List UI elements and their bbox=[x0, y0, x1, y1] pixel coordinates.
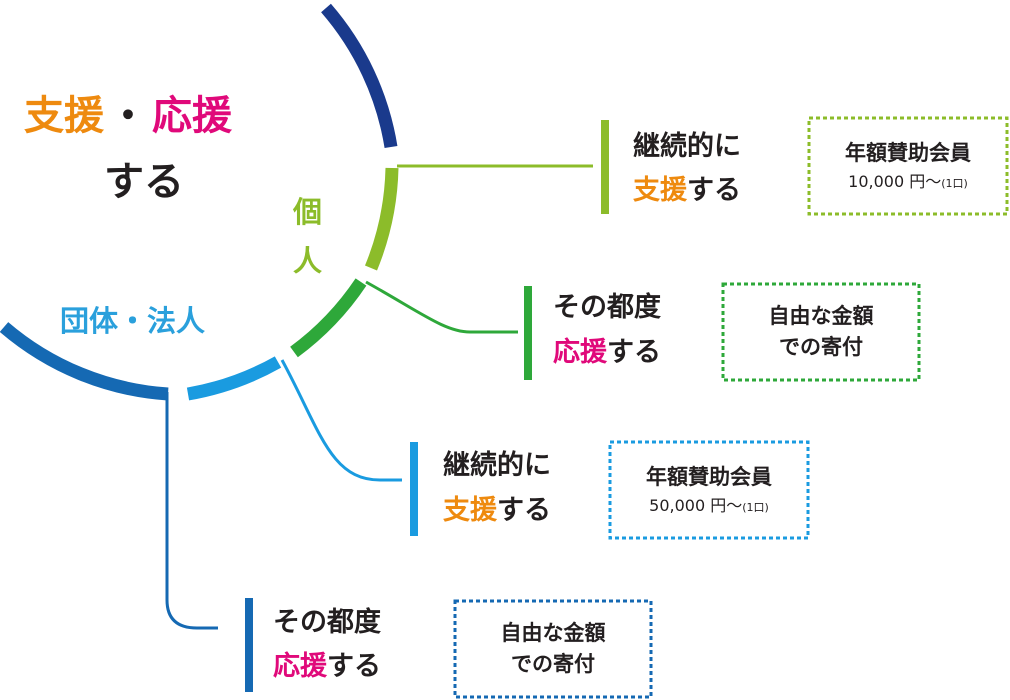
connector-row2 bbox=[365, 280, 518, 334]
row2-box-border bbox=[721, 282, 921, 382]
row3-box-unit: (1口) bbox=[742, 500, 769, 514]
row3-line2: 支援する bbox=[443, 495, 551, 526]
row2-rest: する bbox=[607, 337, 661, 368]
row1-box-amount: 10,000 円〜 bbox=[848, 171, 942, 191]
connector-row3 bbox=[280, 359, 402, 482]
title-cheer: 応援 bbox=[152, 93, 233, 139]
arc-sky bbox=[186, 356, 282, 401]
row3-box-amount-line: 50,000 円〜(1口) bbox=[649, 494, 769, 518]
row2-colored: 応援 bbox=[553, 336, 608, 368]
title-support: 支援 bbox=[24, 93, 105, 139]
row1-colored: 支援 bbox=[633, 175, 688, 206]
arc-individual bbox=[364, 167, 399, 271]
row4-box-line2: での寄付 bbox=[511, 652, 595, 676]
row3-bar bbox=[410, 442, 418, 536]
row1-bar bbox=[601, 120, 609, 214]
svg-text:支援・応援: 支援・応援 bbox=[24, 93, 233, 139]
row4-colored: 応援 bbox=[273, 650, 328, 682]
row3-box-amount: 50,000 円〜 bbox=[649, 495, 743, 515]
row4-line1: その都度 bbox=[273, 606, 381, 638]
row1-box: 年額賛助会員 10,000 円〜(1口) bbox=[809, 118, 1007, 214]
branch-corporate-label: 団体・法人 bbox=[60, 304, 205, 338]
row1-box-title: 年額賛助会員 bbox=[845, 141, 971, 166]
row4-rest: する bbox=[327, 651, 381, 682]
row1-line2: 支援する bbox=[633, 175, 741, 206]
row3-colored: 支援 bbox=[443, 495, 498, 526]
branch-individual-char1: 個 bbox=[292, 195, 322, 229]
arc-navy bbox=[321, 3, 398, 149]
row2-line2: 応援する bbox=[553, 336, 661, 368]
row1-box-border bbox=[807, 116, 1009, 216]
title-suru: する bbox=[104, 159, 184, 205]
row1-box-amount-line: 10,000 円〜(1口) bbox=[848, 170, 968, 194]
row4-bar bbox=[245, 598, 253, 692]
row2-box-line2: での寄付 bbox=[779, 335, 863, 359]
row3-line1: 継続的に bbox=[443, 449, 551, 481]
row4-line2: 応援する bbox=[273, 650, 381, 682]
title-dot: ・ bbox=[108, 93, 148, 139]
row2-box: 自由な金額 での寄付 bbox=[723, 284, 919, 380]
row2-box-line1: 自由な金額 bbox=[768, 303, 874, 328]
row1-line1: 継続的に bbox=[633, 130, 741, 162]
row4-box-border bbox=[453, 599, 653, 699]
row4-box-line1: 自由な金額 bbox=[500, 620, 606, 645]
row3-box-title: 年額賛助会員 bbox=[646, 465, 772, 490]
row2-bar bbox=[524, 286, 532, 380]
row2-line1: その都度 bbox=[553, 291, 661, 323]
row3-box: 年額賛助会員 50,000 円〜(1口) bbox=[610, 442, 808, 538]
row4-box: 自由な金額 での寄付 bbox=[455, 601, 651, 697]
branch-individual-char2: 人 bbox=[293, 244, 322, 278]
arc-green bbox=[290, 278, 367, 358]
connector-row4 bbox=[165, 392, 218, 630]
row1-rest: する bbox=[687, 175, 741, 206]
row3-rest: する bbox=[497, 495, 551, 526]
arc-corporate bbox=[0, 322, 169, 401]
row1-box-unit: (1口) bbox=[941, 176, 968, 190]
row3-box-border bbox=[608, 440, 810, 540]
